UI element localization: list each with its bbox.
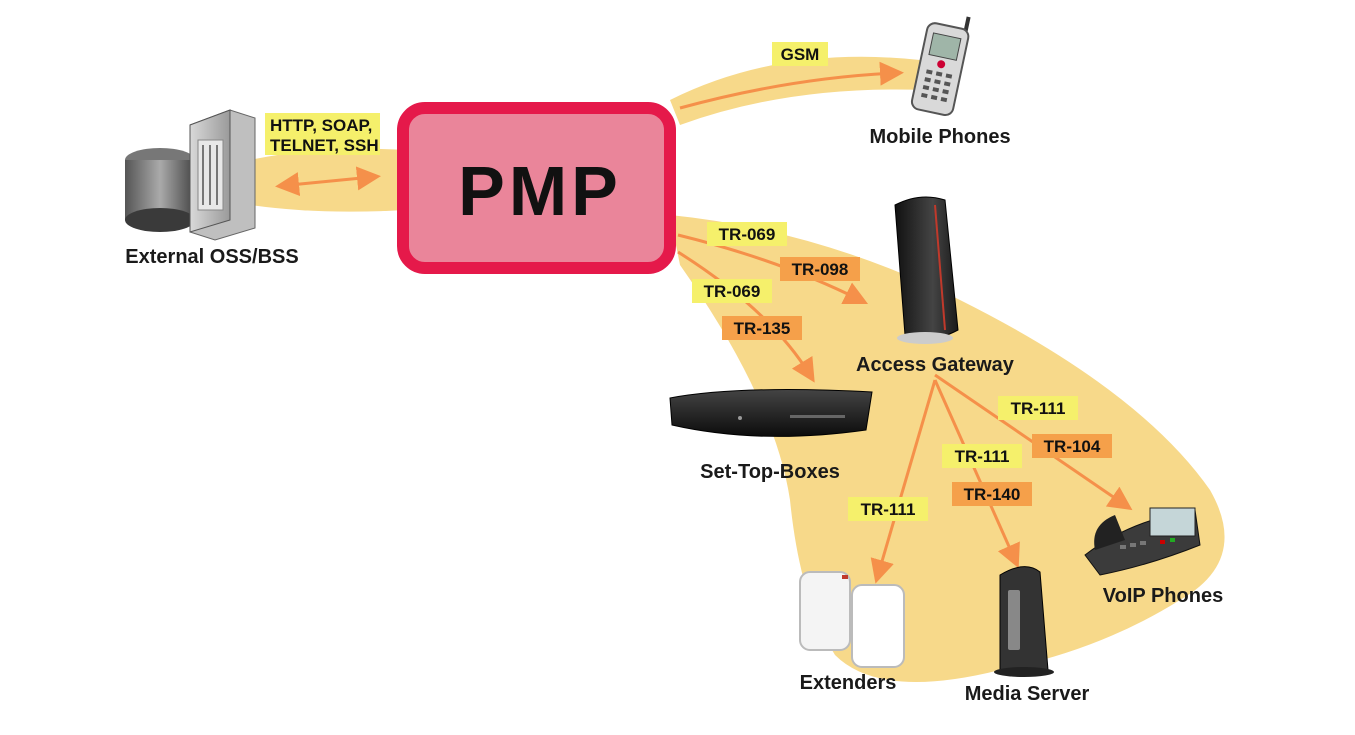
tag-tr111-media-text: TR-111 — [955, 447, 1010, 466]
tag-tr069-stb-text: TR-069 — [704, 282, 761, 301]
tag-tr098-text: TR-098 — [792, 260, 849, 279]
server-icon — [125, 109, 256, 241]
tag-tr111-voip-text: TR-111 — [1011, 399, 1066, 418]
tag-tr069-stb: TR-069 — [692, 279, 772, 303]
tag-tr098: TR-098 — [780, 257, 860, 281]
tag-gsm: GSM — [772, 42, 828, 66]
tag-gsm-text: GSM — [781, 45, 820, 64]
arrow-gsm — [679, 61, 904, 110]
band-mobile — [670, 56, 925, 125]
arrow-extenders — [870, 379, 937, 584]
gateway-label: Access Gateway — [856, 354, 1015, 376]
pmp-node: PMP — [397, 102, 676, 274]
tag-http-soap: HTTP, SOAP, TELNET, SSH — [265, 113, 380, 155]
gateway-icon — [894, 196, 959, 344]
tag-tr140: TR-140 — [952, 482, 1032, 506]
extenders-label: Extenders — [800, 672, 897, 694]
tag-tr069-gateway-text: TR-069 — [719, 225, 776, 244]
mobile-label: Mobile Phones — [869, 126, 1010, 148]
pmp-label: PMP — [458, 152, 622, 230]
tag-tr111-voip: TR-111 — [998, 396, 1078, 420]
tag-tr069-gateway: TR-069 — [707, 222, 787, 246]
arrow-voip — [934, 373, 1133, 511]
tag-tr140-text: TR-140 — [964, 485, 1021, 504]
arrow-stb — [677, 250, 815, 383]
arrow-gateway — [677, 233, 869, 305]
tag-http-line1: HTTP, SOAP, — [270, 116, 372, 135]
tag-tr111-ext: TR-111 — [848, 497, 928, 521]
media-server-icon — [994, 566, 1054, 677]
set-top-box-icon — [669, 389, 873, 437]
tag-tr135-text: TR-135 — [734, 319, 791, 338]
tag-tr111-media: TR-111 — [942, 444, 1022, 468]
arrow-oss-pmp — [275, 166, 381, 197]
tag-http-line2: TELNET, SSH — [270, 136, 379, 155]
arrow-media — [933, 379, 1020, 569]
tag-tr111-ext-text: TR-111 — [861, 500, 916, 519]
media-label: Media Server — [965, 683, 1090, 705]
oss-label: External OSS/BSS — [125, 246, 298, 268]
voip-phone-icon — [1084, 507, 1201, 576]
voip-label: VoIP Phones — [1103, 585, 1223, 607]
extender-icon — [799, 571, 905, 668]
tag-tr104-text: TR-104 — [1044, 437, 1101, 456]
tag-tr104: TR-104 — [1032, 434, 1112, 458]
tag-tr135: TR-135 — [722, 316, 802, 340]
mobile-phone-icon — [910, 16, 971, 117]
stb-label: Set-Top-Boxes — [700, 461, 840, 483]
